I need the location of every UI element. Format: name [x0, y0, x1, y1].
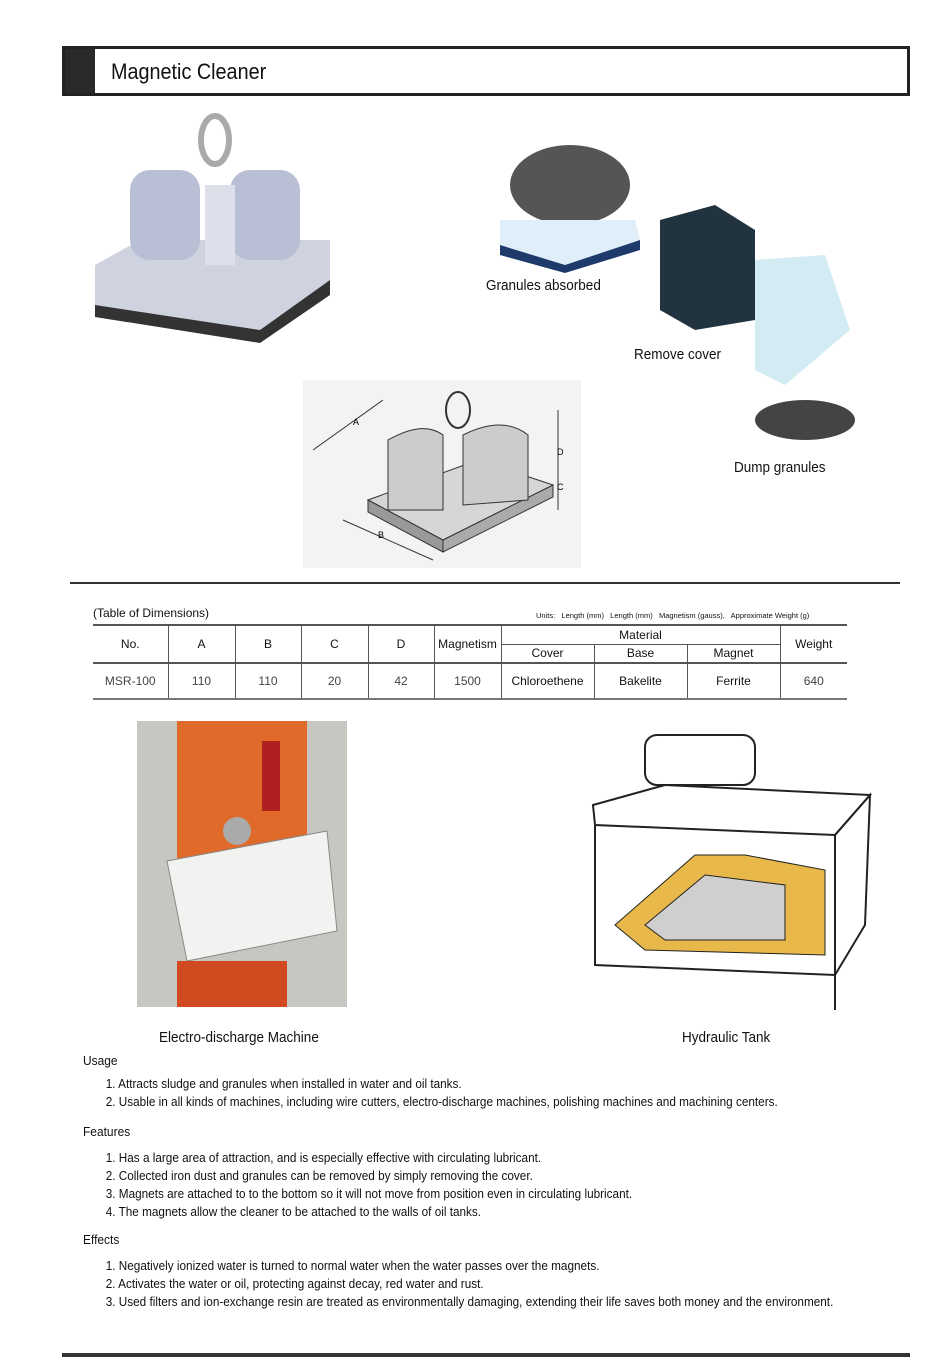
- cell-b: 110: [234, 663, 301, 699]
- effects-list: 1. Negatively ionized water is turned to…: [70, 1257, 841, 1311]
- header-material: Material: [500, 625, 780, 645]
- dimension-diagram: A B C D: [303, 380, 581, 568]
- caption-dump-granules: Dump granules: [734, 459, 826, 476]
- caption-hydraulic-tank: Hydraulic Tank: [682, 1029, 771, 1046]
- header-no: No.: [120, 637, 140, 651]
- header-cover: Cover: [500, 644, 594, 663]
- label-b: B: [378, 530, 384, 540]
- list-item: 3. Used filters and ion-exchange resin a…: [105, 1295, 834, 1309]
- list-item: 1. Attracts sludge and granules when ins…: [105, 1077, 462, 1091]
- list-item: 4. The magnets allow the cleaner to be a…: [105, 1205, 482, 1219]
- caption-remove-cover: Remove cover: [634, 346, 722, 363]
- title-accent: [65, 49, 95, 93]
- cell-c: 20: [300, 663, 368, 699]
- header-b: B: [234, 625, 301, 663]
- list-item: 2. Collected iron dust and granules can …: [105, 1169, 533, 1183]
- table-row: MSR-100 110 110 20 42 1500 Chloroethene …: [93, 663, 847, 699]
- caption-granules-absorbed: Granules absorbed: [486, 277, 601, 294]
- header-weight: Weight: [779, 625, 847, 663]
- table-units: Units: Length (mm) Length (mm) Magnetism…: [536, 611, 810, 620]
- header-magnet: Magnet: [686, 644, 780, 663]
- granules-absorbed-photo: [500, 145, 640, 273]
- label-d: D: [557, 447, 564, 457]
- list-item: 1. Negatively ionized water is turned to…: [105, 1259, 600, 1273]
- list-item: 1. Has a large area of attraction, and i…: [105, 1151, 542, 1165]
- usage-heading: Usage: [83, 1053, 118, 1068]
- footer-rule: [62, 1353, 910, 1357]
- features-list: 1. Has a large area of attraction, and i…: [70, 1149, 841, 1221]
- label-a: A: [353, 417, 359, 427]
- divider: [70, 582, 900, 584]
- header-c: C: [300, 625, 368, 663]
- dimensions-table: No. A B C D Magnetism Material Weight Co…: [93, 624, 847, 700]
- label-c: C: [557, 482, 564, 492]
- header-a: A: [167, 625, 235, 663]
- list-item: 3. Magnets are attached to to the bottom…: [105, 1187, 633, 1201]
- title-bar: Magnetic Cleaner: [62, 46, 910, 96]
- hydraulic-tank-illustration: [591, 734, 873, 1010]
- header-magnetism: Magnetism: [433, 625, 501, 663]
- cell-magnet: Ferrite: [686, 663, 780, 699]
- header-base: Base: [593, 644, 687, 663]
- features-heading: Features: [83, 1124, 131, 1139]
- edm-photo: [137, 721, 347, 1007]
- cell-a: 110: [167, 663, 235, 699]
- page-title: Magnetic Cleaner: [111, 59, 267, 84]
- cell-weight: 640: [779, 663, 847, 699]
- cell-magnetism: 1500: [433, 663, 501, 699]
- usage-list: 1. Attracts sludge and granules when ins…: [70, 1075, 841, 1111]
- effects-heading: Effects: [83, 1232, 120, 1247]
- header-d: D: [367, 625, 434, 663]
- cell-cover: Chloroethene: [500, 663, 594, 699]
- list-item: 2. Usable in all kinds of machines, incl…: [105, 1095, 778, 1109]
- list-item: 2. Activates the water or oil, protectin…: [105, 1277, 484, 1291]
- cell-base: Bakelite: [593, 663, 687, 699]
- cell-no: MSR-100: [104, 674, 156, 688]
- caption-edm: Electro-discharge Machine: [159, 1029, 319, 1046]
- table-caption: (Table of Dimensions): [93, 606, 210, 620]
- product-photo: [95, 113, 330, 343]
- remove-cover-photo: [660, 205, 855, 440]
- cell-d: 42: [367, 663, 434, 699]
